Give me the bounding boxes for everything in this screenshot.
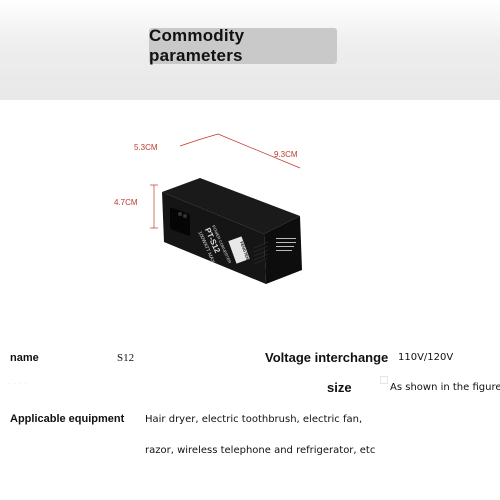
faded-mark [380, 376, 388, 384]
product-image: POWER CONVERTER PT-S12 100WATT MAX FENGT… [114, 130, 320, 290]
width-dimension-label: 5.3CM [134, 143, 158, 152]
height-dimension-label: 4.7CM [114, 198, 138, 207]
faded-row-divider: · · · · [8, 378, 28, 388]
power-converter-illustration: POWER CONVERTER PT-S12 100WATT MAX FENGT… [150, 133, 302, 284]
spec-equipment-line2: razor, wireless telephone and refrigerat… [145, 445, 376, 456]
spec-equipment-label: Applicable equipment [10, 413, 125, 425]
spec-voltage-value: 110V/120V [398, 352, 454, 363]
spec-name-label: name [10, 352, 39, 364]
device-body: POWER CONVERTER PT-S12 100WATT MAX FENGT… [162, 178, 302, 284]
dimension-lines [150, 133, 301, 229]
spec-name-value: S12 [117, 352, 135, 364]
spec-size-label: size [327, 380, 352, 395]
spec-size-value: As shown in the figure [390, 382, 500, 393]
spec-voltage-label: Voltage interchange [265, 350, 389, 365]
length-dimension-label: 9.3CM [274, 150, 298, 159]
spec-equipment-line1: Hair dryer, electric toothbrush, electri… [145, 414, 363, 425]
page-title: Commodity parameters [149, 26, 337, 65]
